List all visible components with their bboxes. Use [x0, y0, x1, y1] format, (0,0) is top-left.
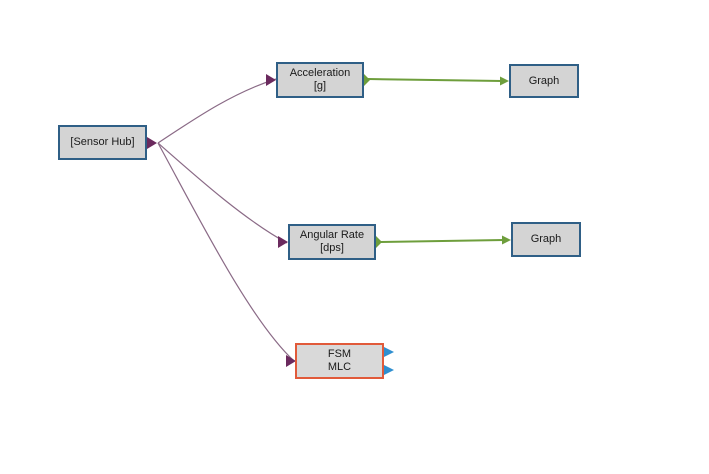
acceleration-input-port[interactable] — [266, 74, 276, 86]
graph-acceleration-label: Graph — [528, 74, 560, 87]
link-hub-to-fsm[interactable] — [157, 142, 295, 362]
fsm-input-port[interactable] — [286, 355, 296, 367]
acceleration-output-port[interactable] — [364, 74, 370, 86]
graph-acceleration-node[interactable]: Graph — [509, 64, 579, 98]
sensor-hub-output-port[interactable] — [147, 137, 157, 149]
link-angular-rate-to-graph[interactable] — [379, 239, 505, 243]
angular-rate-title: Angular Rate — [299, 229, 365, 241]
acceleration-node[interactable]: Acceleration [g] — [276, 62, 364, 98]
sensor-hub-node[interactable]: [Sensor Hub] — [58, 125, 147, 160]
mlc-label: MLC — [327, 361, 352, 373]
angular-rate-unit: [dps] — [320, 242, 344, 254]
angular-rate-input-port[interactable] — [278, 236, 288, 248]
sensor-hub-label: [Sensor Hub] — [70, 136, 135, 148]
link-acceleration-to-graph[interactable] — [367, 78, 503, 82]
fsm-label: FSM — [327, 348, 352, 360]
link-hub-to-angular-rate[interactable] — [157, 142, 288, 244]
angular-rate-node[interactable]: Angular Rate [dps] — [288, 224, 376, 260]
fsm-mlc-node[interactable]: FSM MLC — [295, 343, 384, 379]
acceleration-unit: [g] — [313, 80, 327, 92]
fsm-output-port-1[interactable] — [384, 347, 394, 357]
arrowhead-angular-rate-graph — [502, 235, 511, 245]
graph-angular-rate-node[interactable]: Graph — [511, 222, 581, 257]
graph-angular-rate-label: Graph — [530, 233, 562, 245]
mlc-output-port-2[interactable] — [384, 365, 394, 375]
angular-rate-output-port[interactable] — [376, 236, 382, 248]
acceleration-title: Acceleration — [289, 67, 351, 79]
link-hub-to-acceleration[interactable] — [157, 78, 277, 144]
arrowhead-acceleration-graph — [500, 76, 509, 86]
